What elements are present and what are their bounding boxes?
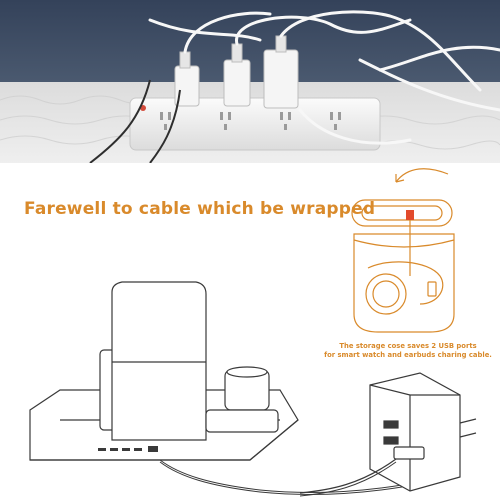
caption-line-1: The storage cose saves 2 USB ports: [339, 342, 477, 350]
caption-line-2: for smart watch and earbuds charing cabl…: [324, 351, 492, 359]
headline: Farewell to cable which be wrapped: [24, 199, 375, 219]
adapter-body: [369, 372, 461, 492]
arrow-path: [395, 168, 449, 183]
caption: The storage cose saves 2 USB ports for s…: [318, 342, 498, 360]
storage-case-illustration: [338, 164, 466, 340]
charging-dock-illustration: [0, 270, 500, 500]
usb-plug: [393, 446, 425, 460]
earbuds-pad: [205, 409, 279, 433]
charger-2: [223, 59, 251, 107]
power-strip-photo: [0, 0, 500, 163]
usb-ports: [98, 446, 158, 452]
power-strip: [129, 97, 381, 151]
headline-text: Farewell to cable which be wrapped: [24, 199, 376, 219]
wall-adapter-illustration: [299, 365, 500, 500]
device-box: [111, 281, 207, 441]
charger-3: [263, 49, 299, 109]
